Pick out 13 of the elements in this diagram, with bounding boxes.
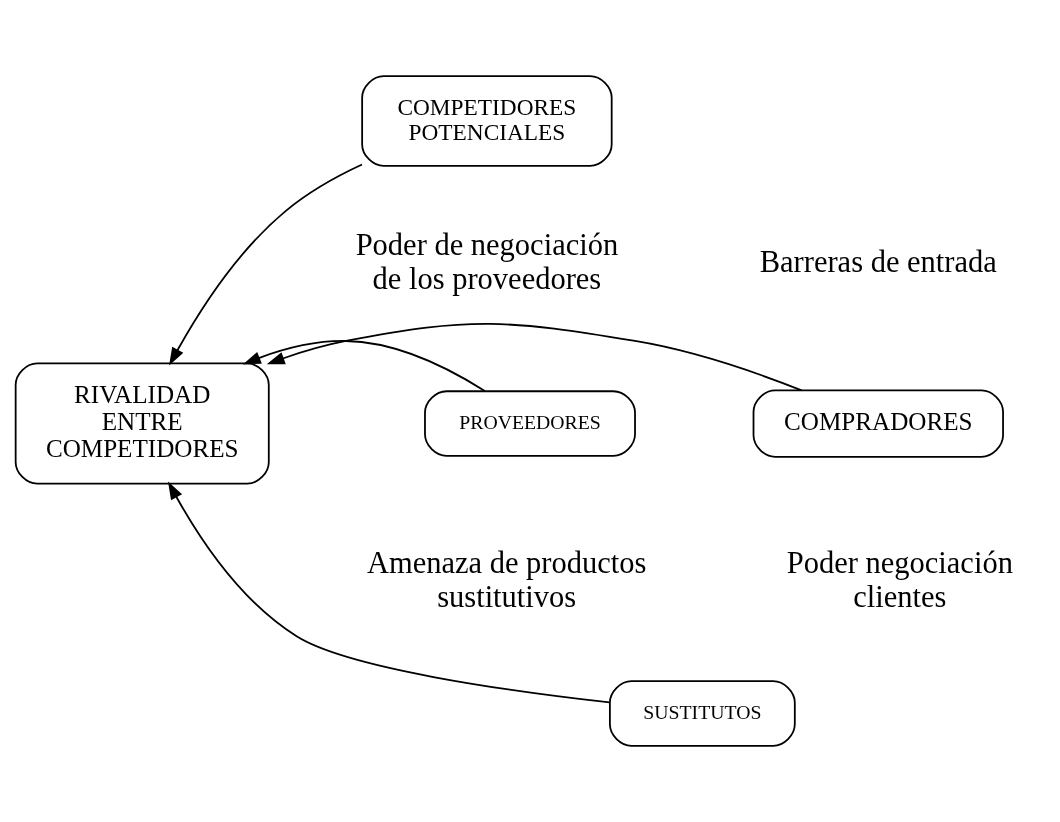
arrow bbox=[242, 340, 486, 392]
label: Amenaza de productos sustitutivos bbox=[366, 545, 647, 614]
arrow bbox=[169, 163, 363, 366]
node-box: PROVEEDORES bbox=[424, 390, 636, 457]
label: Poder negociación clientes bbox=[786, 545, 1013, 614]
node-box: SUSTITUTOS bbox=[609, 680, 796, 747]
node-box: COMPRADORES bbox=[752, 389, 1004, 458]
node-box: COMPETIDORES POTENCIALES bbox=[361, 75, 613, 167]
arrow bbox=[168, 481, 611, 704]
label: Barreras de entrada bbox=[759, 245, 997, 280]
arrow bbox=[266, 323, 803, 392]
node-box: RIVALIDAD ENTRE COMPETIDORES bbox=[14, 362, 270, 485]
label: Poder de negociación de los proveedores bbox=[355, 227, 619, 297]
